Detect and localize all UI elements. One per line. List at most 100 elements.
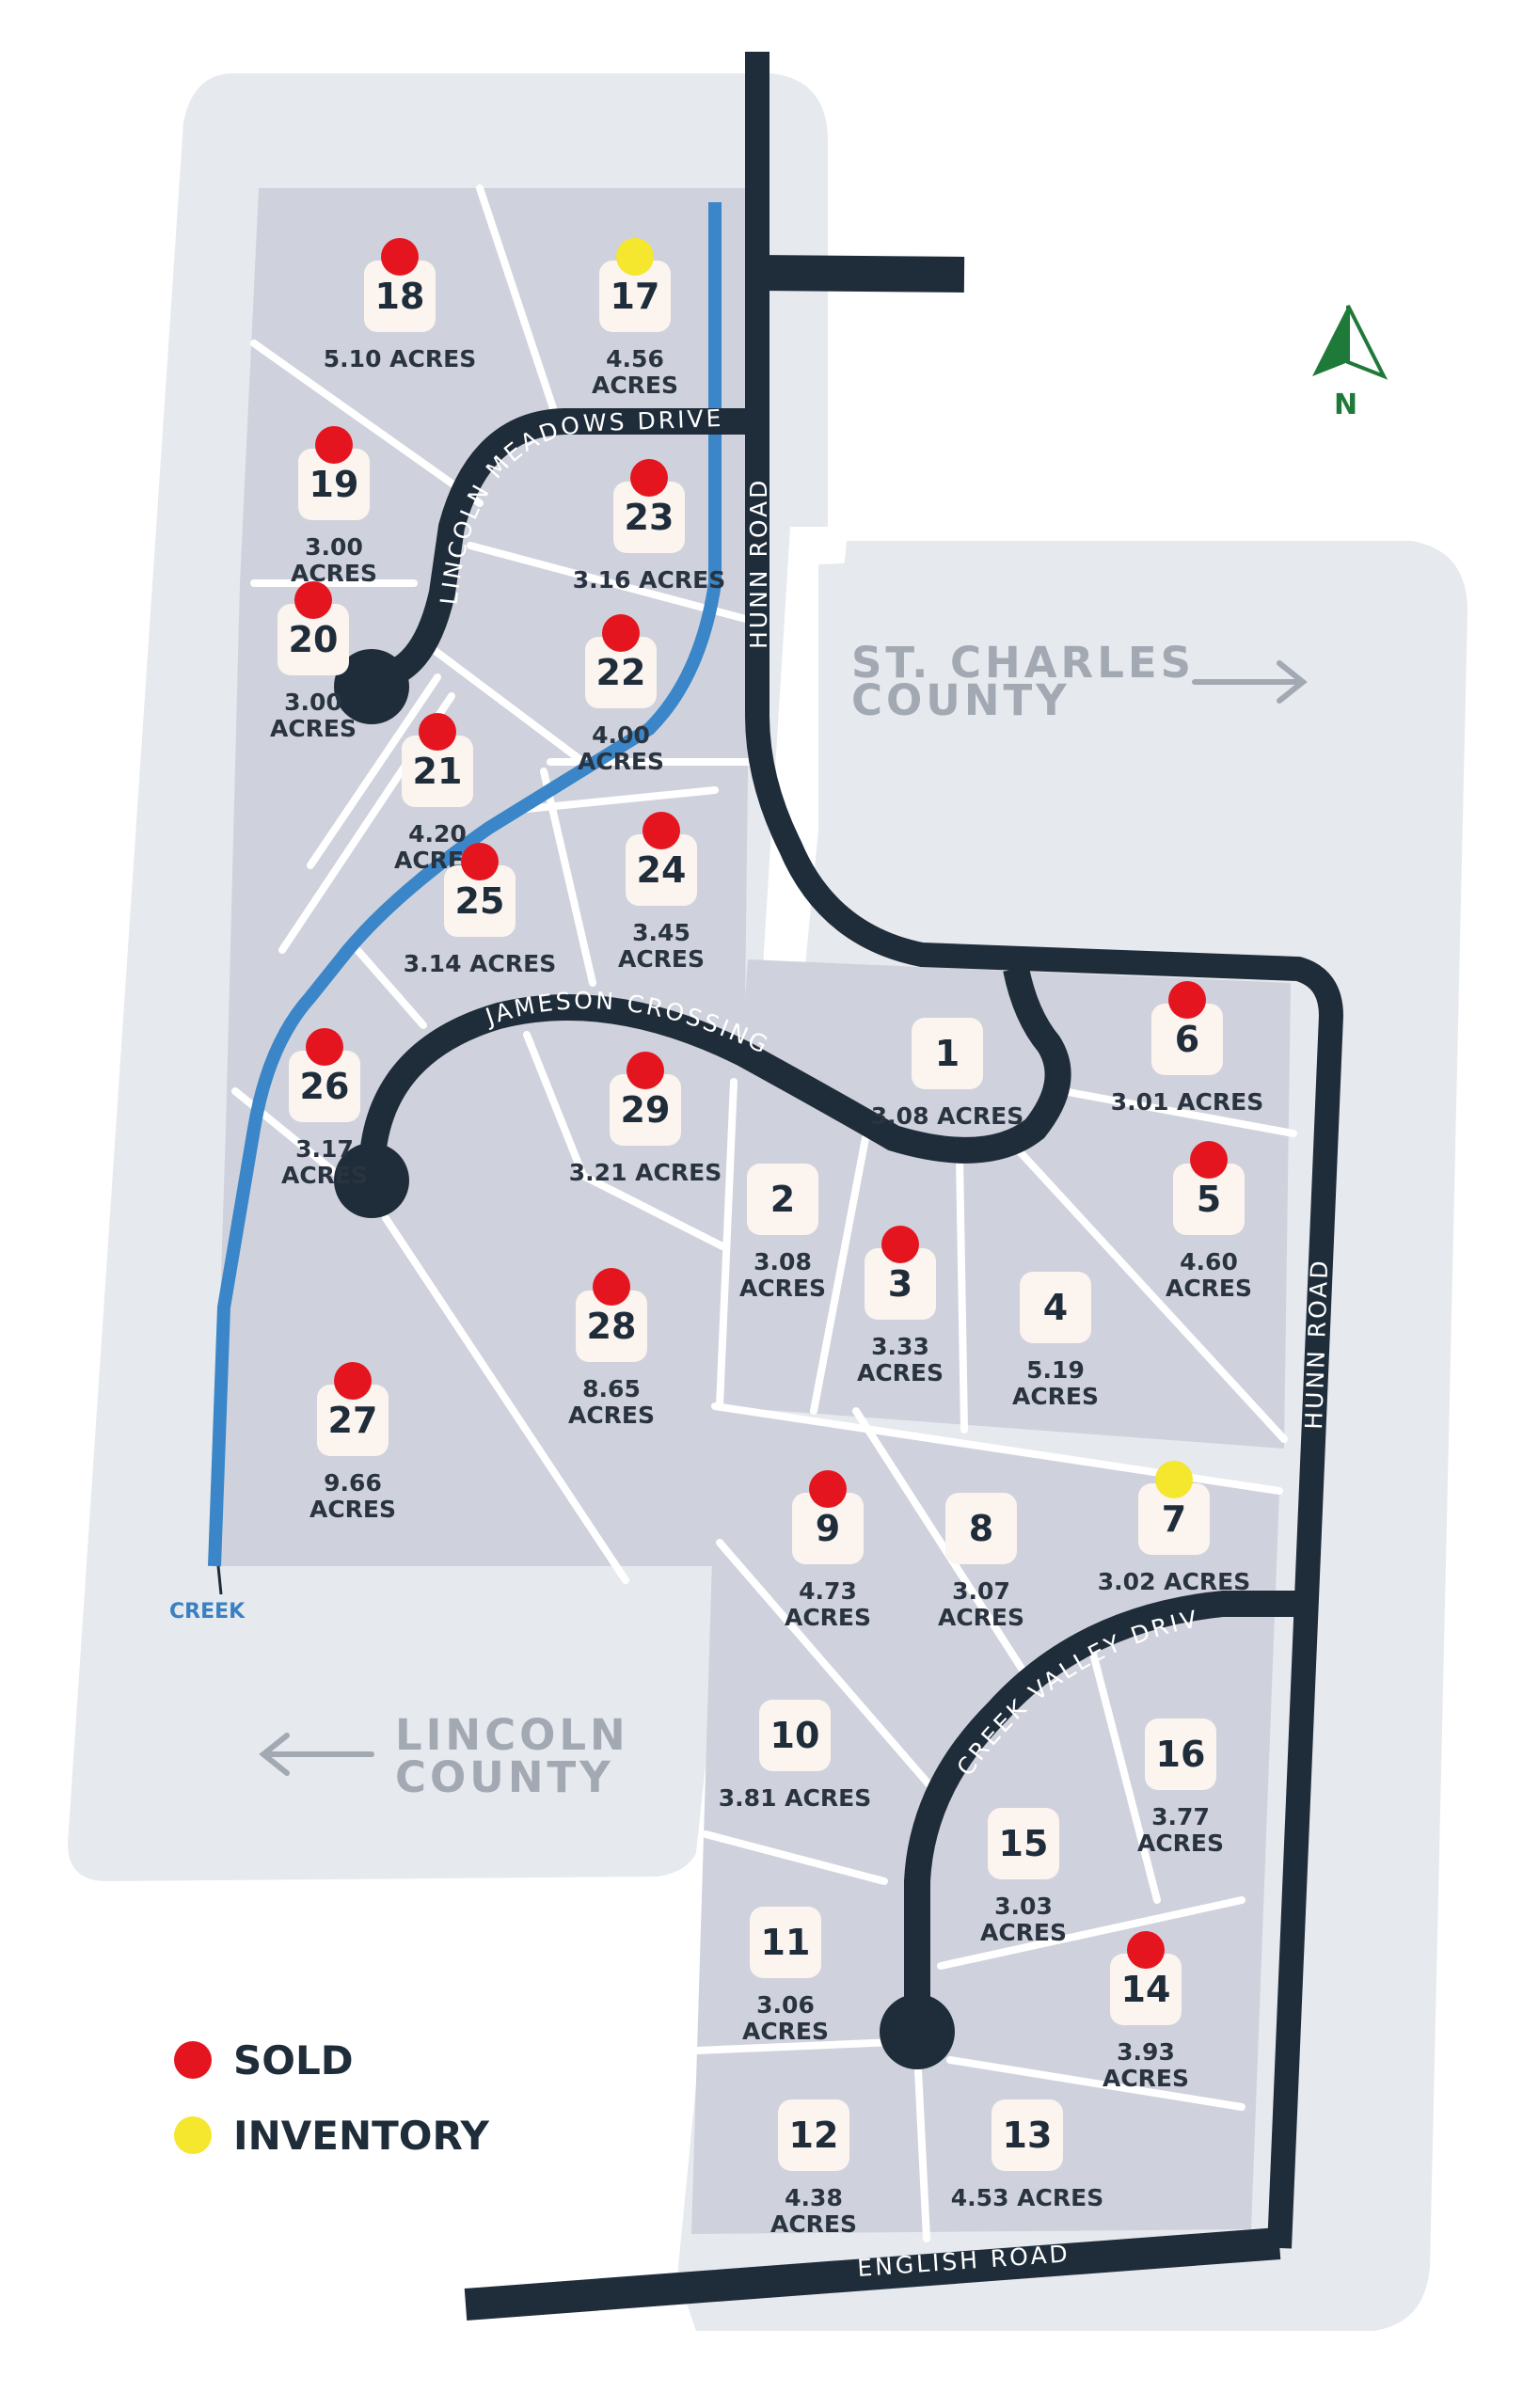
lot-number: 6 xyxy=(1175,1019,1199,1060)
lot-number-tile xyxy=(402,736,473,807)
lot-number-tile xyxy=(613,482,685,553)
sold-dot xyxy=(461,843,499,880)
lot-6[interactable]: 6 3.01 ACRES xyxy=(1111,981,1263,1116)
st-charles-county-line2: COUNTY xyxy=(851,675,1071,725)
lot-acreage: 4.73 xyxy=(799,1577,857,1605)
lot-acreage: 3.07 xyxy=(952,1577,1010,1605)
lot-number-tile xyxy=(992,2099,1063,2171)
lot-number-tile xyxy=(912,1018,983,1089)
lot-acreage: ACRES xyxy=(270,715,357,742)
lot-1[interactable]: 13.08 ACRES xyxy=(871,1018,1023,1130)
lot-18[interactable]: 185.10 ACRES xyxy=(324,238,476,372)
lot-number-tile xyxy=(1173,1164,1245,1235)
sold-dot xyxy=(630,459,668,497)
lot-acreage: 3.81 ACRES xyxy=(719,1784,871,1812)
lot-number-tile xyxy=(298,449,370,520)
lot-29[interactable]: 293.21 ACRES xyxy=(569,1052,722,1186)
sold-dot xyxy=(809,1470,847,1508)
lot-number-tile xyxy=(792,1493,864,1564)
lot-acreage: ACRES xyxy=(618,945,705,973)
legend-sold-label: SOLD xyxy=(233,2037,354,2083)
lot-23[interactable]: 23 3.16 ACRES xyxy=(573,459,725,594)
sold-dot xyxy=(315,426,353,464)
lot-10[interactable]: 10 3.81 ACRES xyxy=(719,1700,871,1812)
lot-acreage: ACRES xyxy=(785,1604,871,1631)
lot-number: 19 xyxy=(309,464,359,505)
lot-number-tile xyxy=(626,834,697,906)
lincoln-meadows-drive xyxy=(371,408,757,690)
lot-acreage: 5.10 ACRES xyxy=(324,345,476,372)
lot-acreage: ACRES xyxy=(1103,2065,1189,2092)
creek-valley-drive xyxy=(904,1591,1298,2022)
lot-acreage: 9.66 xyxy=(324,1469,382,1497)
lot-number-tile xyxy=(444,865,516,937)
lot-25[interactable]: 253.14 ACRES xyxy=(404,843,556,977)
lot-number: 9 xyxy=(816,1508,840,1549)
lincoln-county-line1: LINCOLN xyxy=(395,1710,629,1760)
lot-13[interactable]: 13 4.53 ACRES xyxy=(951,2099,1103,2211)
lot-acreage: ACRES xyxy=(309,1496,396,1523)
lot-boundaries xyxy=(231,184,1297,2242)
lot-acreage: 4.20 xyxy=(408,820,467,848)
sold-dot xyxy=(294,581,332,619)
lot-acreage: 3.00 xyxy=(284,689,342,716)
lot-number-tile xyxy=(945,1493,1017,1564)
lot-acreage: 3.33 xyxy=(871,1333,929,1360)
north-label: N xyxy=(1334,388,1357,421)
lot-acreage: 4.53 ACRES xyxy=(951,2184,1103,2211)
lot-acreage: ACRES xyxy=(578,748,664,775)
lot-acreage: 3.01 ACRES xyxy=(1111,1088,1263,1116)
legend: SOLD INVENTORY xyxy=(174,2037,490,2159)
lot-number-tile xyxy=(364,261,436,332)
hunn-road-north xyxy=(745,52,1344,2249)
arrow-left-icon xyxy=(259,1733,374,1776)
lot-number: 16 xyxy=(1156,1734,1206,1775)
lot-number: 10 xyxy=(770,1715,820,1756)
lot-number-tile xyxy=(278,604,349,675)
lot-number: 7 xyxy=(1162,1498,1186,1540)
lot-number: 11 xyxy=(761,1922,811,1963)
lot-acreage: 4.38 xyxy=(785,2184,843,2211)
lot-number: 4 xyxy=(1043,1287,1068,1328)
lot-acreage: ACRES xyxy=(739,1275,826,1302)
lot-acreage: 3.45 xyxy=(632,919,690,946)
lot-number: 23 xyxy=(625,497,674,538)
lot-number: 13 xyxy=(1003,2115,1053,2156)
lot-number-tile xyxy=(576,1291,647,1362)
sold-dot xyxy=(593,1268,630,1306)
lot-number-tile xyxy=(599,261,671,332)
lot-acreage: 8.65 xyxy=(582,1375,641,1402)
lot-7[interactable]: 73.02 ACRES xyxy=(1098,1461,1250,1595)
lot-number: 26 xyxy=(300,1066,350,1107)
lot-acreage: ACRES xyxy=(857,1359,944,1386)
sold-dot xyxy=(419,713,456,751)
lot-acreage: 3.08 xyxy=(754,1248,812,1275)
sold-dot xyxy=(334,1362,372,1400)
lot-acreage: ACRES xyxy=(980,1919,1067,1946)
sold-dot xyxy=(1190,1141,1228,1179)
lot-acreage: 3.16 ACRES xyxy=(573,566,725,594)
lot-number-tile xyxy=(1138,1483,1210,1555)
